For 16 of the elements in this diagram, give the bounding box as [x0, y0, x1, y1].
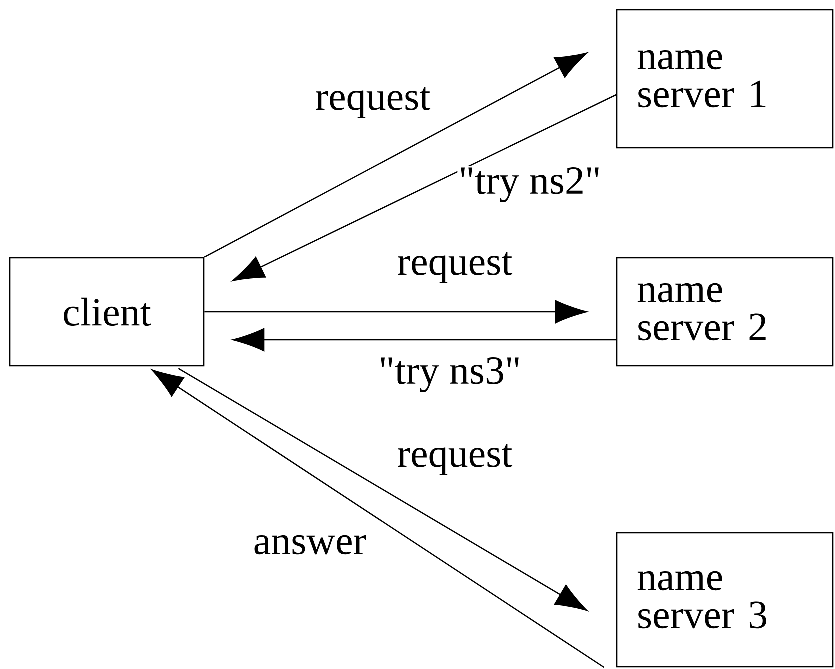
edge-label: request [396, 251, 514, 285]
server-box: name server 1 [616, 9, 834, 149]
arrow [232, 94, 617, 282]
arrow [152, 370, 605, 668]
edge-label: request [314, 86, 432, 120]
client-box: client [9, 257, 205, 367]
arrow [204, 300, 588, 324]
edge-label: "try ns3" [378, 356, 522, 394]
server-box: name server 3 [616, 532, 834, 668]
server-box: name server 2 [616, 257, 834, 367]
arrow [178, 368, 588, 612]
edge-label: request [396, 443, 514, 476]
edge-label: "try ns2" [458, 166, 602, 204]
edge-label: answer [252, 534, 368, 556]
arrow [204, 52, 588, 258]
arrow [232, 328, 616, 352]
